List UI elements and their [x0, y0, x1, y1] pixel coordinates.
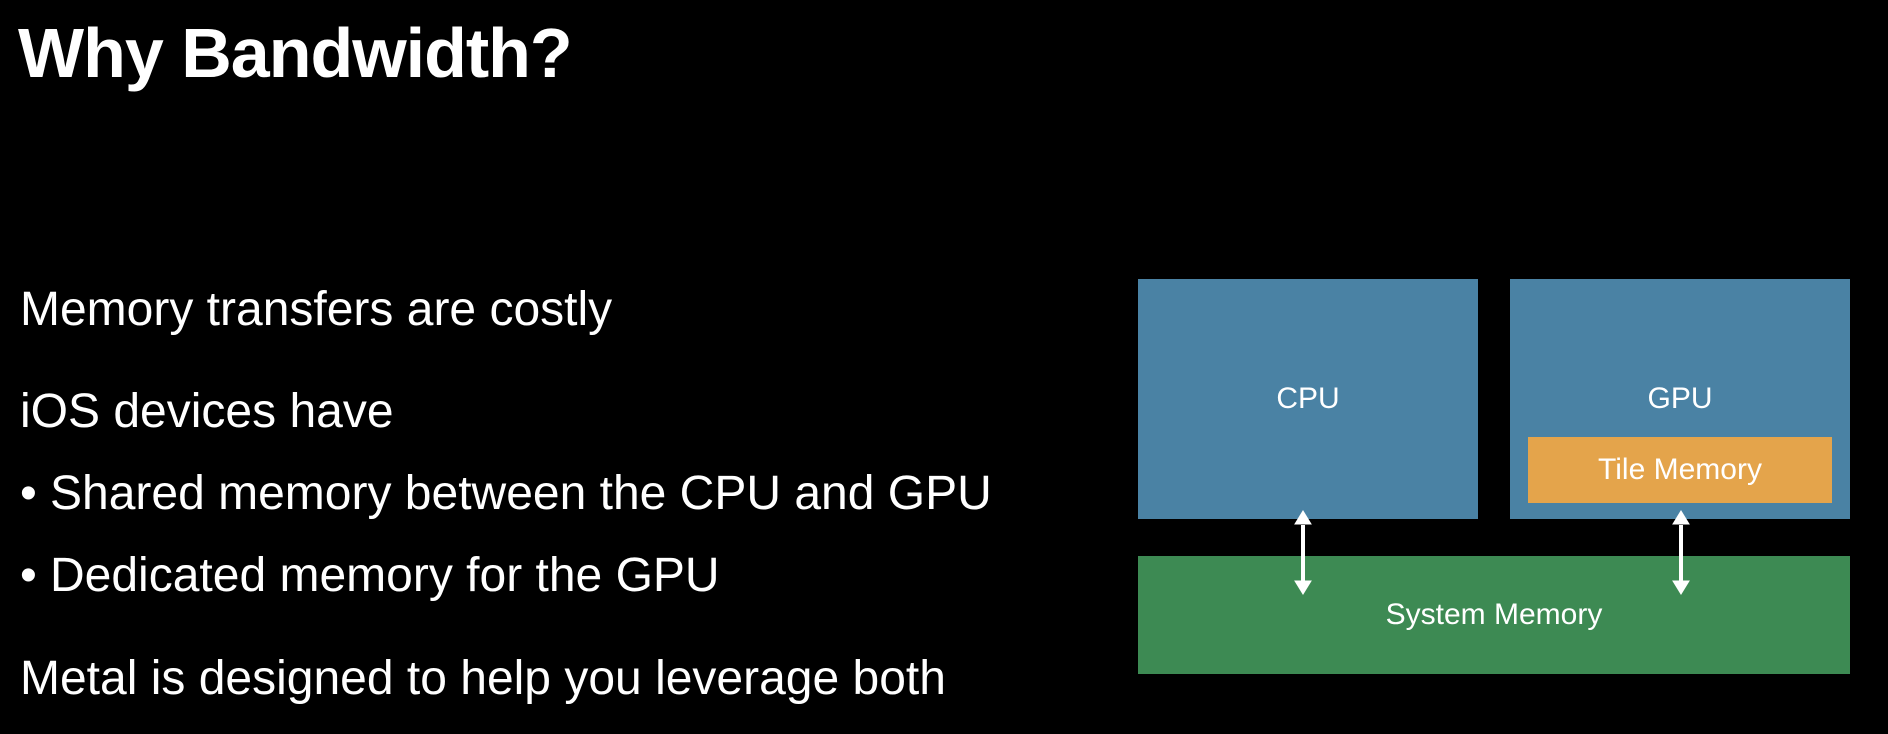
system-memory-label: System Memory: [1385, 598, 1603, 631]
bullet-shared-memory: •Shared memory between the CPU and GPU: [20, 466, 992, 522]
system-memory-box: System Memory: [1138, 556, 1850, 674]
bullet-marker: •: [20, 467, 37, 520]
bullet-text: Shared memory between the CPU and GPU: [50, 467, 992, 520]
bullet-dedicated-memory: •Dedicated memory for the GPU: [20, 548, 720, 604]
cpu-label: CPU: [1276, 382, 1340, 415]
tile-memory-box: Tile Memory: [1528, 437, 1832, 503]
bullet-text: Dedicated memory for the GPU: [50, 549, 720, 602]
bullet-marker: •: [20, 549, 37, 602]
statement-metal-designed: Metal is designed to help you leverage b…: [20, 652, 946, 705]
slide-title: Why Bandwidth?: [18, 14, 573, 92]
gpu-label: GPU: [1647, 382, 1713, 415]
tile-memory-label: Tile Memory: [1598, 453, 1762, 486]
statement-ios-devices: iOS devices have: [20, 385, 394, 438]
statement-memory-transfers: Memory transfers are costly: [20, 283, 613, 336]
cpu-box: CPU: [1138, 279, 1478, 519]
